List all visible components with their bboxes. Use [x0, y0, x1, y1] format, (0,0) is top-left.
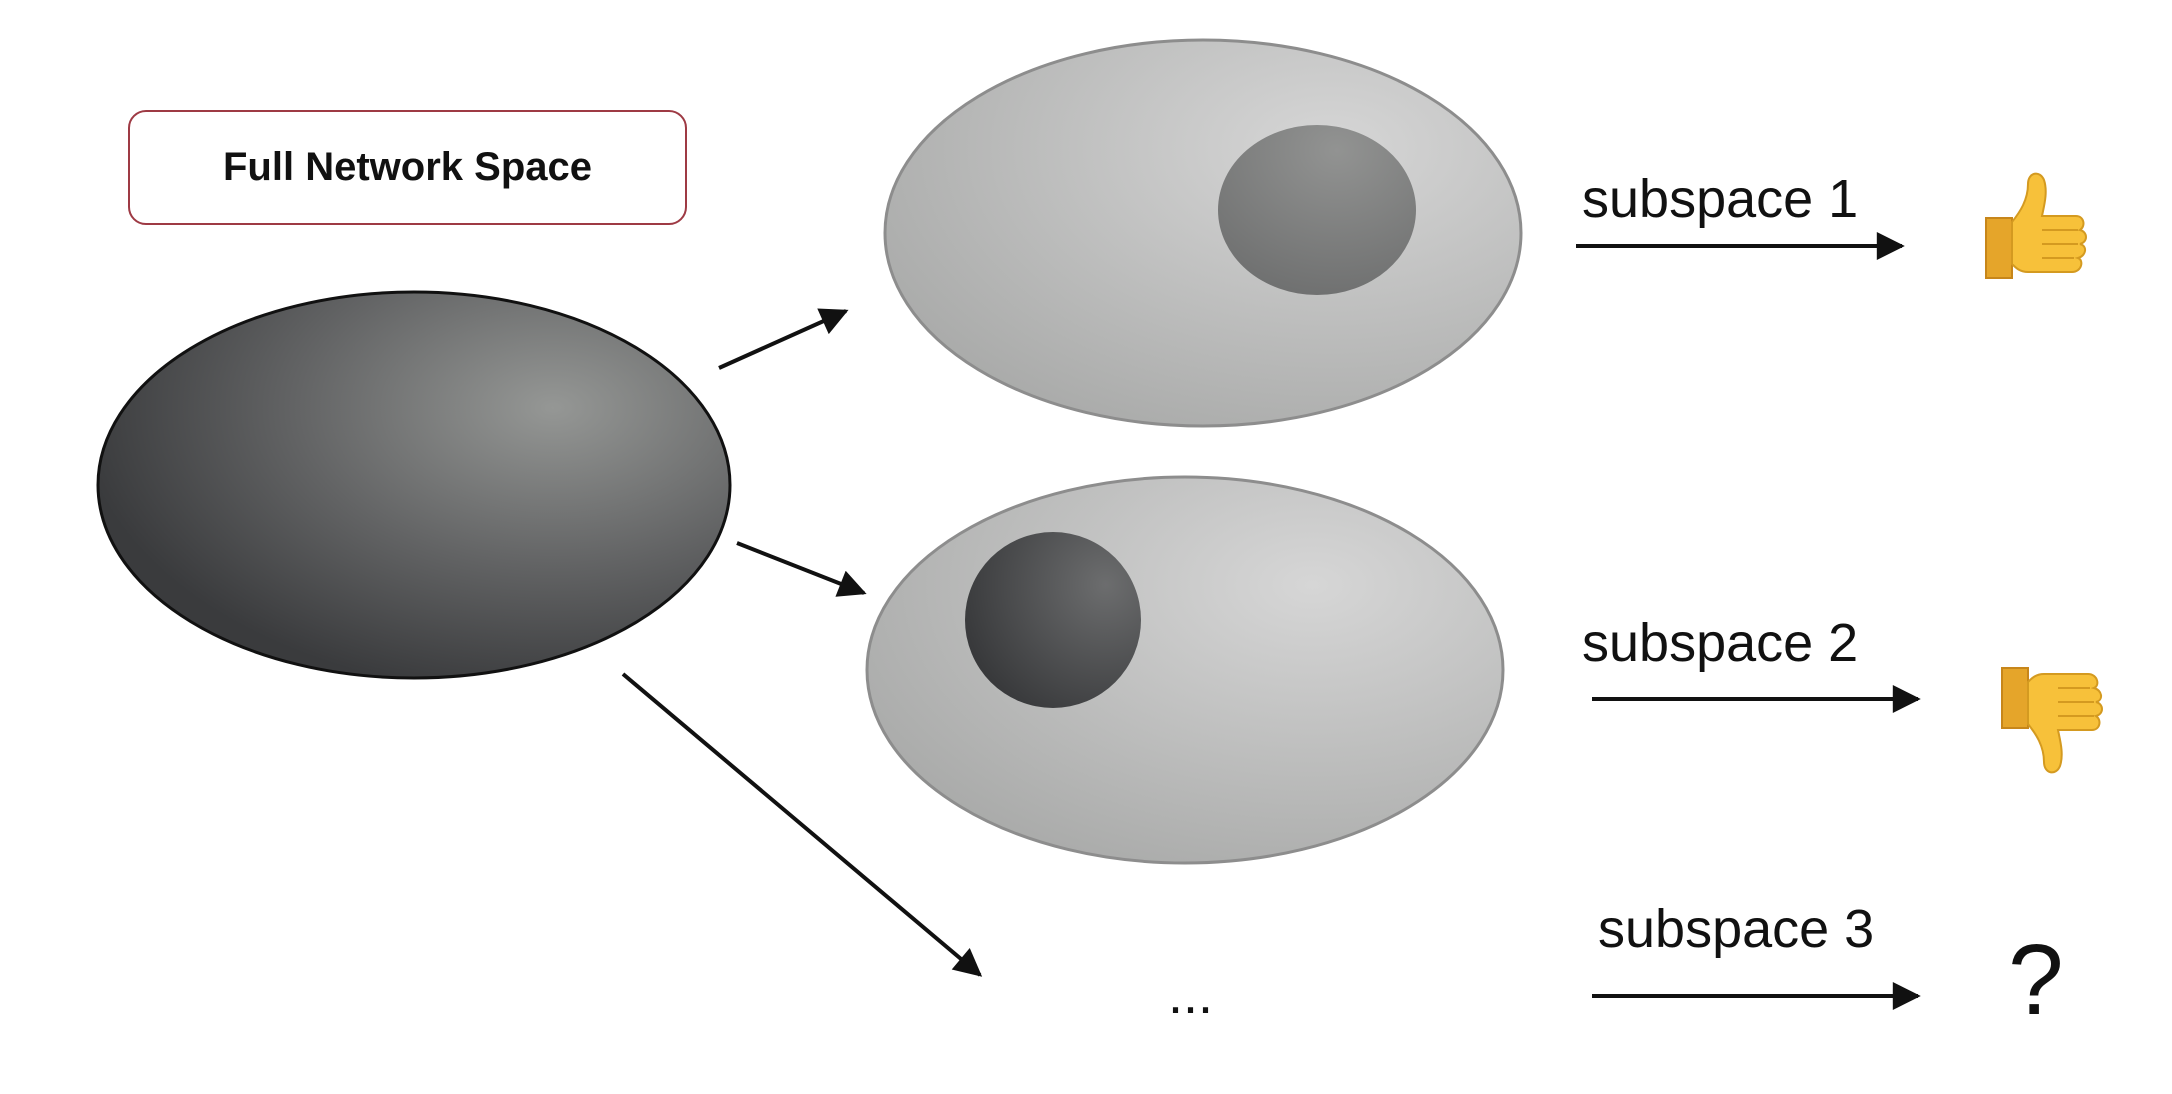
arrow-to-subspace-1 [718, 308, 849, 370]
thumbs-down-icon [2001, 667, 2103, 774]
subspace-1-label: subspace 1 [1582, 169, 1859, 229]
thumbs-up-icon [1985, 172, 2087, 279]
more-subspaces-ellipsis: ... [1168, 965, 1214, 1025]
unknown-outcome-mark: ? [2008, 924, 2064, 1036]
subspace-2-region [965, 532, 1141, 708]
subspace-1-ellipse [883, 38, 1523, 428]
subspace-2-label: subspace 2 [1582, 613, 1859, 673]
subspace-3-label: subspace 3 [1598, 899, 1875, 959]
arrow-to-subspace-3 [621, 672, 983, 977]
full-network-space-title: Full Network Space [223, 145, 592, 189]
subspace-1-region [1218, 125, 1416, 295]
full-network-space-ellipse [96, 290, 732, 680]
subspace-2-ellipse [865, 475, 1505, 865]
arrow-to-subspace-2 [736, 541, 867, 597]
full-network-space-box: Full Network Space [128, 110, 687, 225]
